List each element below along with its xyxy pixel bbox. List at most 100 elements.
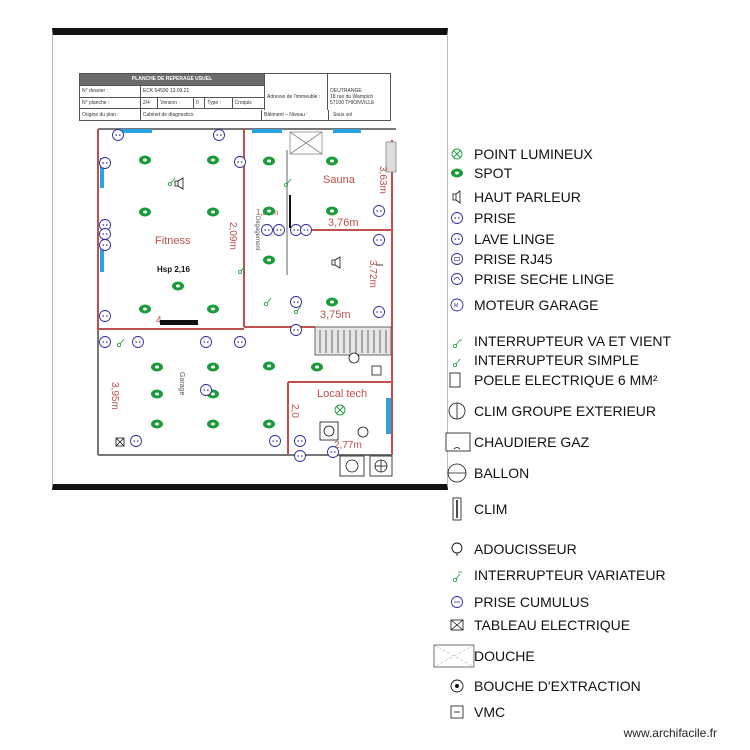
legend-label: VMC bbox=[474, 704, 506, 720]
type-label: Type : bbox=[204, 96, 233, 110]
prise-icon bbox=[99, 336, 111, 348]
prise-icon bbox=[234, 156, 246, 168]
legend-label: LAVE LINGE bbox=[474, 231, 555, 247]
prise-icon bbox=[451, 233, 463, 245]
legend-item: HAUT PARLEUR bbox=[440, 186, 581, 208]
chaudiere-gaz-icon bbox=[440, 431, 474, 453]
spot-icon bbox=[139, 155, 151, 165]
prise-icon bbox=[294, 435, 306, 447]
prise-icon-glyph bbox=[451, 212, 463, 224]
dim-20: 2,0 bbox=[289, 404, 300, 418]
adoucisseur-icon-glyph bbox=[451, 542, 463, 556]
interrupteur-simple-icon bbox=[452, 358, 461, 367]
clim-groupe-exterieur-icon bbox=[440, 400, 474, 422]
legend-label: PRISE CUMULUS bbox=[474, 594, 590, 610]
spot-icon bbox=[207, 207, 219, 217]
room-fitness: Fitness bbox=[155, 235, 191, 247]
dossier-value: ECK 54590 13.09.21 bbox=[139, 84, 266, 98]
spot-icon bbox=[326, 156, 338, 166]
legend-label: POINT LUMINEUX bbox=[474, 146, 593, 162]
legend-item: PRISE RJ45 bbox=[440, 248, 553, 270]
prise-seche-linge-icon bbox=[440, 268, 474, 290]
spot-icon bbox=[263, 419, 275, 429]
tableau-electrique-icon-glyph bbox=[450, 619, 464, 631]
prise-icon bbox=[132, 336, 144, 348]
poele-electrique-icon-glyph bbox=[449, 372, 461, 388]
point-lumineux-icon bbox=[451, 148, 463, 160]
spot-icon bbox=[151, 419, 163, 429]
poele-electrique-icon bbox=[440, 369, 474, 391]
prise-icon bbox=[261, 224, 273, 236]
dim-375: 3,75m bbox=[320, 309, 351, 321]
prise-icon bbox=[200, 384, 212, 396]
legend-item: POELE ELECTRIQUE 6 MM² bbox=[440, 369, 658, 391]
legend-label: HAUT PARLEUR bbox=[474, 189, 581, 205]
haut-parleur-icon bbox=[440, 186, 474, 208]
prise-icon bbox=[200, 336, 212, 348]
adresse-line-3: 57100 THIONVILLE bbox=[330, 100, 375, 106]
prise-cumulus-icon-glyph bbox=[451, 596, 463, 608]
prise-icon bbox=[290, 224, 302, 236]
spot-icon bbox=[263, 255, 275, 265]
legend-item: PRISE CUMULUS bbox=[440, 591, 589, 613]
spot-icon bbox=[139, 304, 151, 314]
prise-icon bbox=[294, 450, 306, 462]
legend-item: BALLON bbox=[440, 462, 529, 484]
inner-walls bbox=[286, 150, 392, 356]
clim-icon-glyph bbox=[452, 497, 462, 521]
adoucisseur-icon bbox=[440, 538, 474, 560]
spot-icon bbox=[440, 162, 474, 184]
adresse-line-2: 18 rue du Wampich bbox=[330, 94, 374, 100]
interrupteur-simple-icon-glyph bbox=[452, 358, 461, 367]
interrupteur-simple-icon bbox=[237, 265, 246, 274]
prise-icon bbox=[99, 228, 111, 240]
legend-item: LAVE LINGE bbox=[440, 228, 555, 250]
legend-item: DOUCHE bbox=[433, 644, 535, 668]
legend-item: SPOT bbox=[440, 162, 512, 184]
version-value: 0 bbox=[192, 96, 206, 110]
clim-groupe-exterieur-icon-glyph bbox=[448, 402, 466, 420]
spot-icon bbox=[263, 361, 275, 371]
prise-icon bbox=[451, 212, 463, 224]
local-tech-equipment bbox=[115, 352, 393, 477]
legend-label: SPOT bbox=[474, 165, 513, 181]
spot-icon bbox=[207, 304, 219, 314]
interrupteur-simple-icon bbox=[263, 297, 272, 306]
prise-icon bbox=[373, 234, 385, 246]
douche-icon bbox=[433, 644, 475, 668]
speakers bbox=[174, 177, 341, 269]
dim-372: 3,72m bbox=[367, 260, 378, 288]
room-degagement: Dégagement bbox=[254, 216, 260, 251]
spot-icon bbox=[207, 419, 219, 429]
floor-plan: Fitness Hsp 2,16 Sauna Dégagement Garage… bbox=[97, 128, 397, 477]
svg-text:M: M bbox=[454, 303, 458, 309]
interrupteur-variateur-icon bbox=[440, 564, 474, 586]
prise-icon bbox=[300, 224, 312, 236]
dim-363: 3,63m bbox=[377, 166, 388, 194]
batiment-label: Bâtiment – Niveau : bbox=[262, 110, 329, 120]
clim-icon bbox=[440, 497, 474, 521]
prise-rj45-icon-glyph bbox=[451, 253, 463, 265]
batiment-row: Bâtiment – Niveau : Sous sol bbox=[261, 110, 391, 121]
dossier-label: N° dossier : bbox=[79, 84, 141, 98]
legend-label: CHAUDIERE GAZ bbox=[474, 434, 590, 450]
lave-linge-icon-glyph bbox=[451, 233, 463, 245]
haut-parleur-icon-glyph bbox=[452, 190, 461, 204]
point-lumineux-icon bbox=[334, 404, 346, 416]
legend-label: INTERRUPTEUR VARIATEUR bbox=[474, 567, 666, 583]
prise-icon bbox=[327, 446, 339, 458]
legend-label: CLIM bbox=[474, 501, 508, 517]
legend-label: PRISE bbox=[474, 210, 517, 226]
origine-label: Origine du plan : bbox=[79, 108, 141, 121]
prise-icon bbox=[99, 157, 111, 169]
spot-icon-glyph bbox=[451, 168, 463, 178]
legend-item: TABLEAU ELECTRIQUE bbox=[440, 614, 630, 636]
prise-rj45-icon bbox=[440, 248, 474, 270]
spot-icon bbox=[151, 362, 163, 372]
douche-icon-glyph bbox=[433, 644, 475, 668]
bouche-extraction-icon-glyph bbox=[450, 679, 464, 693]
room-garage: Garage bbox=[178, 372, 185, 395]
legend-item: PRISE bbox=[440, 207, 516, 229]
prise-icon bbox=[290, 324, 302, 336]
legend-label: INTERRUPTEUR SIMPLE bbox=[474, 352, 639, 368]
